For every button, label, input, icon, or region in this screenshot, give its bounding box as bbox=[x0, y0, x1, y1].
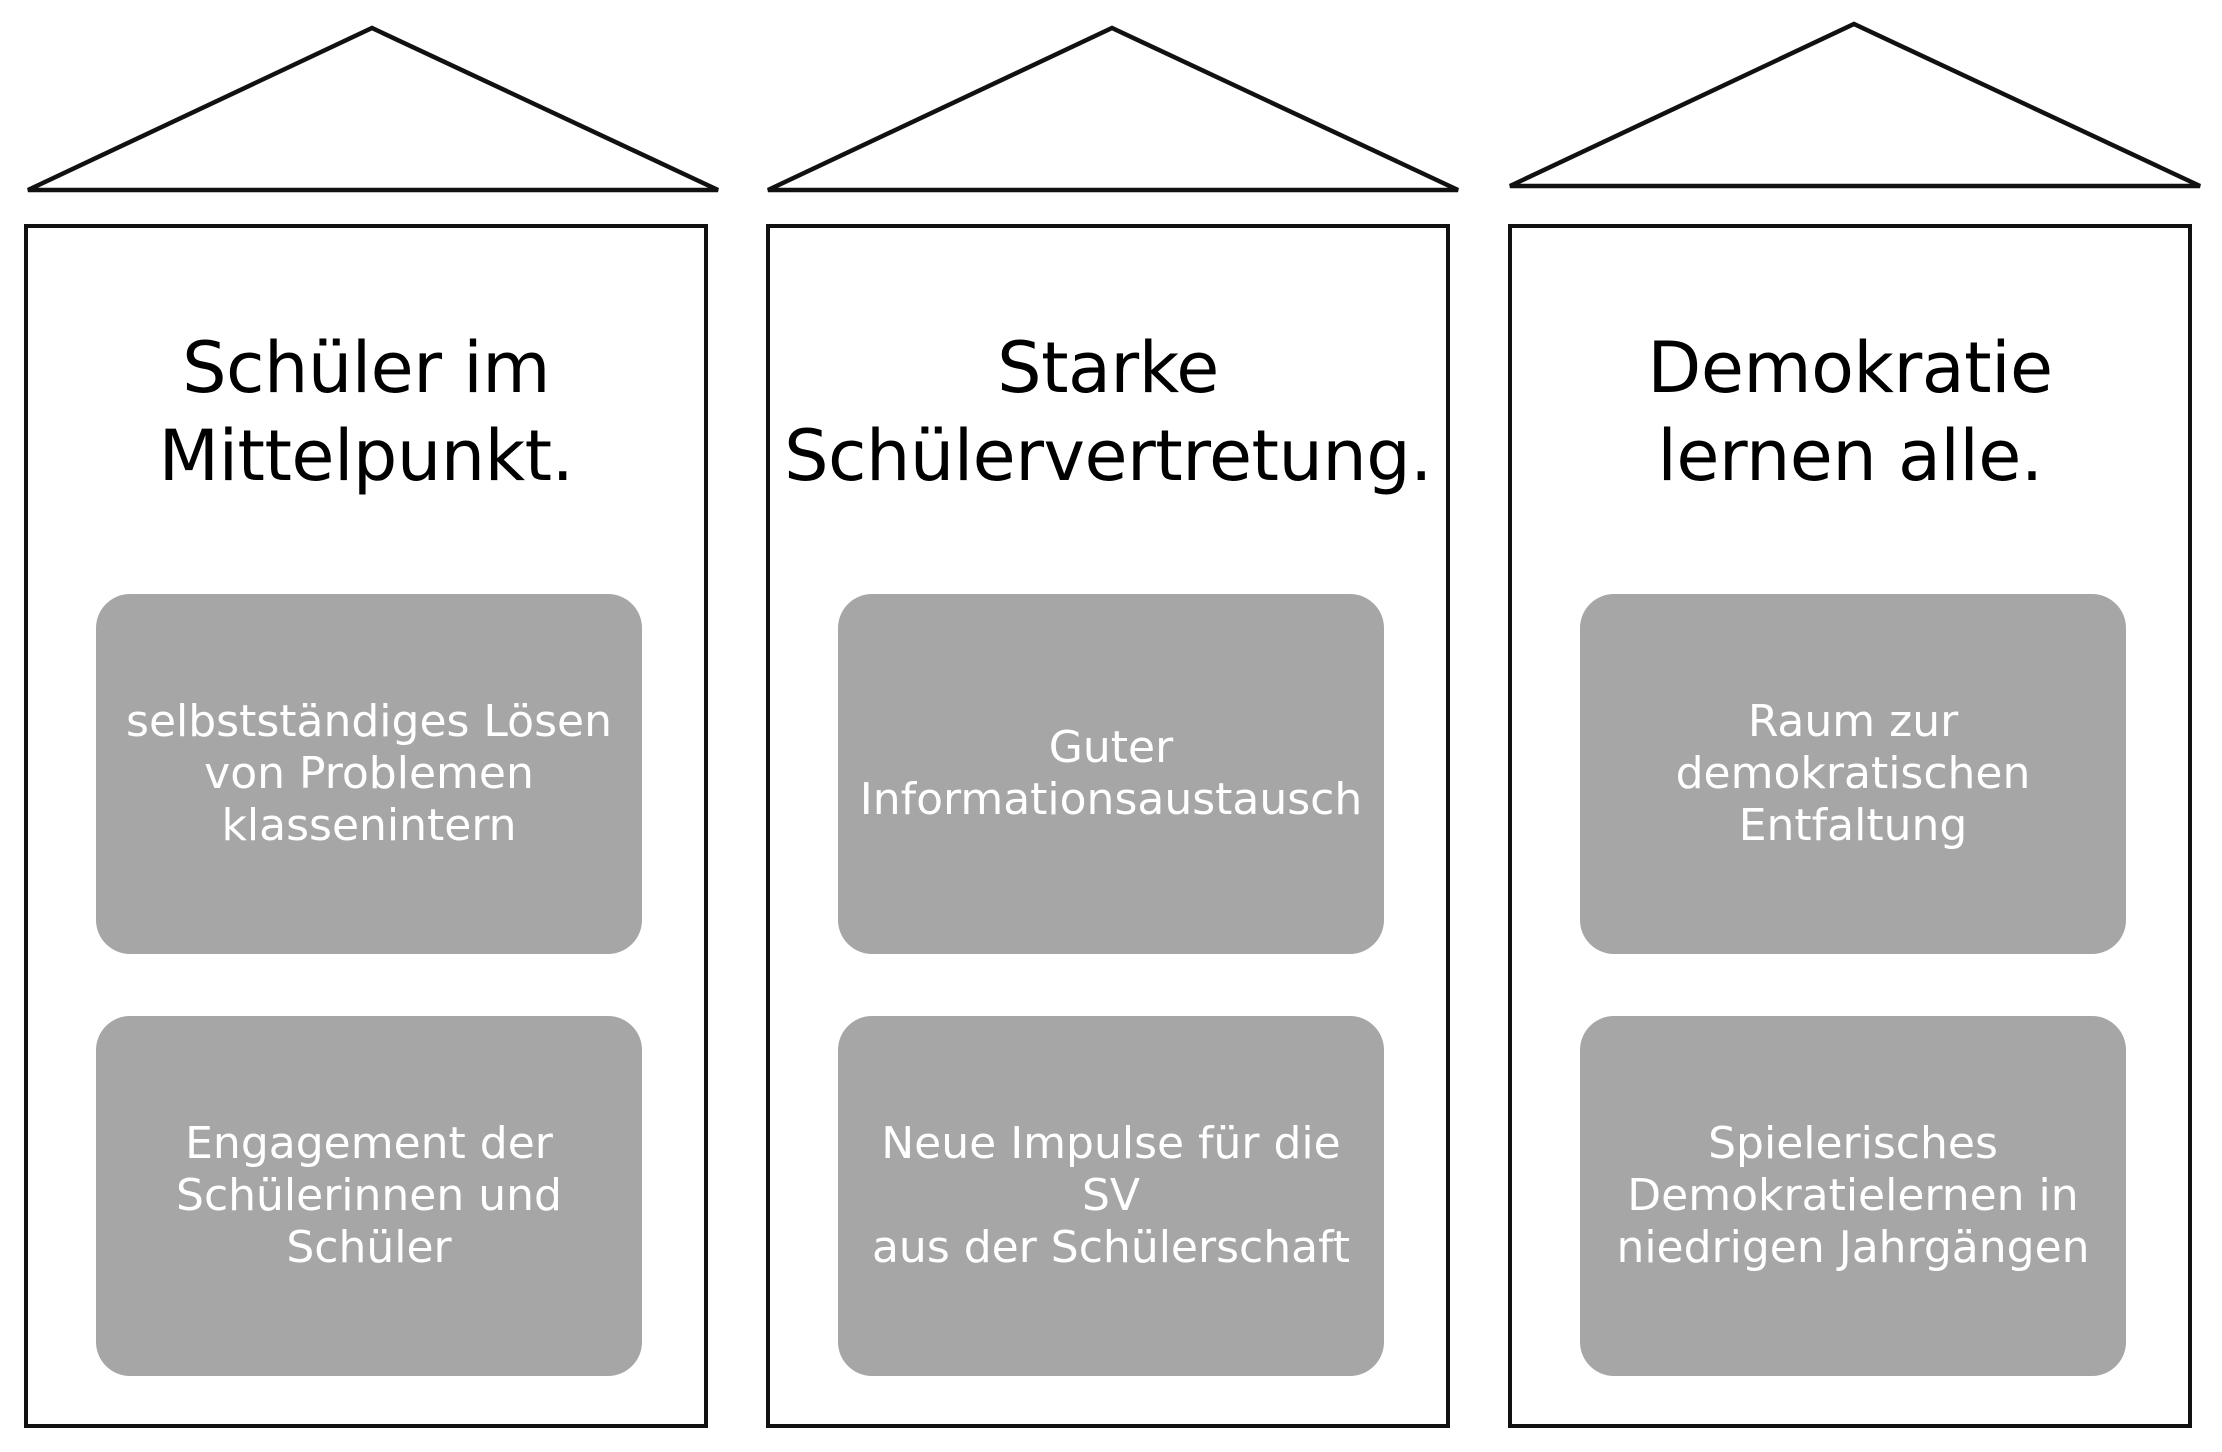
house-2-box-2-text: Neue Impulse für die SV aus der Schülers… bbox=[871, 1118, 1351, 1273]
house-1-box-1-text: selbstständiges Lösen von Problemen klas… bbox=[126, 696, 612, 851]
house-3-title: Demokratie lernen alle. bbox=[1647, 327, 2053, 497]
house-1-title: Schüler im Mittelpunkt. bbox=[158, 327, 574, 497]
roof-3 bbox=[1509, 21, 2201, 189]
house-3-box-1: Raum zur demokratischen Entfaltung bbox=[1580, 594, 2126, 954]
house-2-title: Starke Schülervertretung. bbox=[784, 327, 1432, 497]
roof-1 bbox=[27, 25, 719, 193]
house-3-box-2-text: Spielerisches Demokratielernen in niedri… bbox=[1616, 1118, 2090, 1273]
house-2-box-2: Neue Impulse für die SV aus der Schülers… bbox=[838, 1016, 1384, 1376]
house-2: Starke Schülervertretung. Guter Informat… bbox=[766, 224, 1450, 1428]
house-1-box-1: selbstständiges Lösen von Problemen klas… bbox=[96, 594, 642, 954]
house-1-box-2: Engagement der Schülerinnen und Schüler bbox=[96, 1016, 642, 1376]
roof-2 bbox=[767, 25, 1459, 193]
house-3-box-1-text: Raum zur demokratischen Entfaltung bbox=[1675, 696, 2031, 851]
house-2-box-1-text: Guter Informationsaustausch bbox=[859, 722, 1363, 825]
house-2-box-1: Guter Informationsaustausch bbox=[838, 594, 1384, 954]
house-3-box-2: Spielerisches Demokratielernen in niedri… bbox=[1580, 1016, 2126, 1376]
house-1: Schüler im Mittelpunkt. selbstständiges … bbox=[24, 224, 708, 1428]
house-3: Demokratie lernen alle. Raum zur demokra… bbox=[1508, 224, 2192, 1428]
house-1-box-2-text: Engagement der Schülerinnen und Schüler bbox=[176, 1118, 562, 1273]
